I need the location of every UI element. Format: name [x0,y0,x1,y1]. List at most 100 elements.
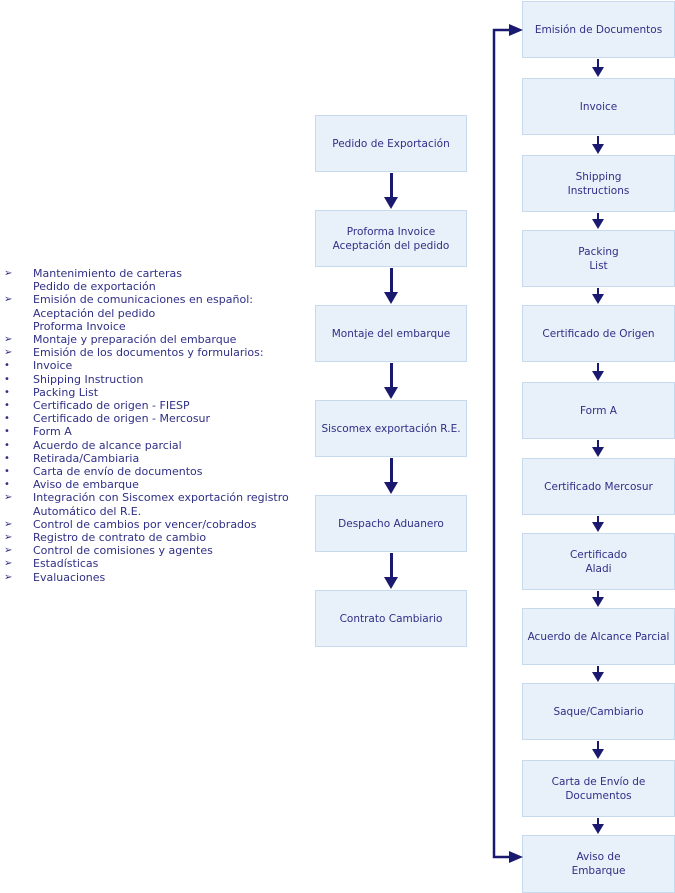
list-item-text: Invoice [33,359,73,373]
list-item-text: Shipping Instruction [33,372,144,386]
list-item-text: Aceptación del pedido [33,306,156,320]
down-arrow-icon [592,136,604,154]
down-arrow-icon [384,268,398,304]
list-item: • Shipping Instruction [4,373,334,386]
flow-box: Acuerdo de Alcance Parcial [522,608,675,665]
list-item-text: Automático del R.E. [33,504,142,518]
down-arrow-icon [384,553,398,589]
arrow-bullet-icon: ➢ [4,545,13,557]
list-item-text: Registro de contrato de cambio [33,531,207,545]
flow-box: Carta de Envío de Documentos [522,760,675,817]
list-item: • Aviso de embarque [4,478,334,491]
down-arrow-icon [592,213,604,229]
dot-bullet-icon: • [4,386,10,398]
down-arrow-icon [592,741,604,759]
list-item: • Packing List [4,386,334,399]
flow-box: Contrato Cambiario [315,590,467,647]
list-item-text: Acuerdo de alcance parcial [33,438,182,452]
flow-box: Invoice [522,78,675,135]
list-item: •Form A [4,425,334,438]
list-item-text: Mantenimiento de carteras [33,267,182,280]
no-bullet [4,505,33,518]
arrow-bullet-icon: ➢ [4,518,13,530]
no-bullet [4,320,33,333]
dot-bullet-icon: • [4,466,10,478]
list-item: ➢Evaluaciones [4,571,334,584]
list-item: ➢ Control de comisiones y agentes [4,544,334,557]
dot-bullet-icon: • [4,413,10,425]
dot-bullet-icon: • [4,452,10,464]
list-item: ➢ Emisión de los documentos y formularios… [4,346,334,359]
flow-box: Certificado Aladi [522,533,675,590]
list-item: Automático del R.E. [4,505,334,518]
list-item: • Certificado de origen - Mercosur [4,412,334,425]
flow-box: Pedido de Exportación [315,115,467,172]
dot-bullet-icon: • [4,400,10,412]
list-item: ➢Registro de contrato de cambio [4,531,334,544]
list-item: • Retirada/Cambiaria [4,452,334,465]
right-arrowhead-icon [509,24,523,36]
flow-box: Certificado Mercosur [522,458,675,515]
flow-box: Emisión de Documentos [522,1,675,58]
down-arrow-icon [384,363,398,399]
dot-bullet-icon: • [4,360,10,372]
down-arrow-icon [384,173,398,209]
down-arrow-icon [384,458,398,494]
list-item-text: Integración con Siscomex exportación reg… [33,491,289,505]
list-item-text: Packing List [33,385,99,399]
list-item-text: Control de comisiones y agentes [33,544,213,558]
down-arrow-icon [592,818,604,834]
flow-box: Saque/Cambiario [522,683,675,740]
list-item-text: Form A [33,425,72,439]
list-item-text: Emisión de los documentos y formularios: [33,346,264,360]
list-item-text: Certificado de origen - Mercosur [33,412,211,426]
list-item-text: Emisión de comunicaciones en español: [33,293,253,307]
flow-box: Shipping Instructions [522,155,675,212]
flow-box: Siscomex exportación R.E. [315,400,467,457]
list-item-text: Proforma Invoice [33,319,126,333]
down-arrow-icon [592,363,604,381]
down-arrow-icon [592,440,604,457]
arrow-bullet-icon: ➢ [4,268,13,279]
flow-box: Packing List [522,230,675,287]
flow-box: Montaje del embarque [315,305,467,362]
flow-box: Form A [522,382,675,439]
feature-list: ➢ Mantenimiento de carteras Pedido de exp… [4,267,334,584]
arrow-bullet-icon: ➢ [4,347,13,359]
list-item: • Carta de envío de documentos [4,465,334,478]
list-item-text: Aviso de embarque [33,478,139,492]
arrow-bullet-icon: ➢ [4,294,13,306]
dot-bullet-icon: • [4,479,10,491]
no-bullet [4,280,33,293]
dot-bullet-icon: • [4,373,10,385]
down-arrow-icon [592,516,604,532]
dot-bullet-icon: • [4,439,10,451]
down-arrow-icon [592,666,604,682]
list-item: • Invoice [4,359,334,372]
list-item-text: Estadísticas [33,557,99,571]
list-item-text: Montaje y preparación del embarque [33,333,237,347]
no-bullet [4,307,33,320]
flow-box: Certificado de Origen [522,305,675,362]
down-arrow-icon [592,59,604,77]
list-item: ➢ Emisión de comunicaciones en español: [4,293,334,306]
list-item-text: Carta de envío de documentos [33,465,203,479]
list-item: • Certificado de origen - FIESP [4,399,334,412]
list-item-text: Retirada/Cambiaria [33,451,140,465]
list-item-text: Pedido de exportación [33,280,156,294]
list-item: Pedido de exportación [4,280,334,293]
list-item: • Acuerdo de alcance parcial [4,439,334,452]
list-item: ➢ Mantenimiento de carteras [4,267,334,280]
list-item-text: Control de cambios por vencer/cobrados [33,517,257,531]
flow-box: Despacho Aduanero [315,495,467,552]
arrow-bullet-icon: ➢ [4,558,13,570]
arrow-bullet-icon: ➢ [4,334,13,346]
flow-box: Aviso de Embarque [522,835,675,893]
down-arrow-icon [592,288,604,304]
list-item-text: Certificado de origen - FIESP [33,399,190,413]
list-item: ➢ Montaje y preparación del embarque [4,333,334,346]
list-item: ➢ Estadísticas [4,557,334,570]
list-item: ➢Integración con Siscomex exportación re… [4,491,334,504]
right-arrowhead-icon [509,851,523,863]
